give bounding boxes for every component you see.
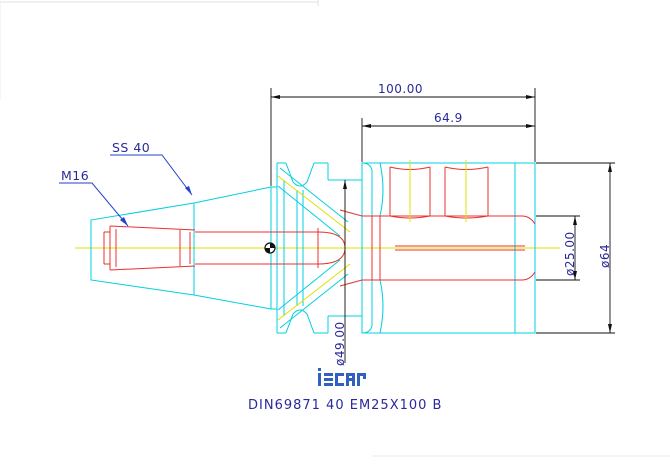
dimension-lines [270, 88, 615, 363]
flange [277, 162, 362, 334]
coolant-channels [277, 175, 351, 321]
label-taper: SS 40 [112, 140, 150, 155]
cross-hole-centerlines [344, 160, 467, 293]
label-leaders [59, 154, 193, 227]
part-caption: DIN69871 40 EM25X100 B [248, 398, 442, 413]
dim-flange-diameter: ø49.00 [333, 321, 347, 366]
iscar-logo [318, 368, 366, 386]
dim-bore-diameter: ø25.00 [563, 231, 577, 276]
coolant-channel-walls [277, 167, 349, 329]
datum-marker-icon [264, 242, 276, 254]
label-thread: M16 [61, 168, 89, 183]
dim-body-length: 64.9 [434, 111, 463, 125]
hidden-lines [103, 166, 536, 287]
dim-body-diameter: ø64 [598, 244, 612, 268]
dimension-arrows [271, 95, 612, 333]
dim-overall-length: 100.00 [378, 82, 423, 96]
leader-arrows [120, 186, 192, 226]
